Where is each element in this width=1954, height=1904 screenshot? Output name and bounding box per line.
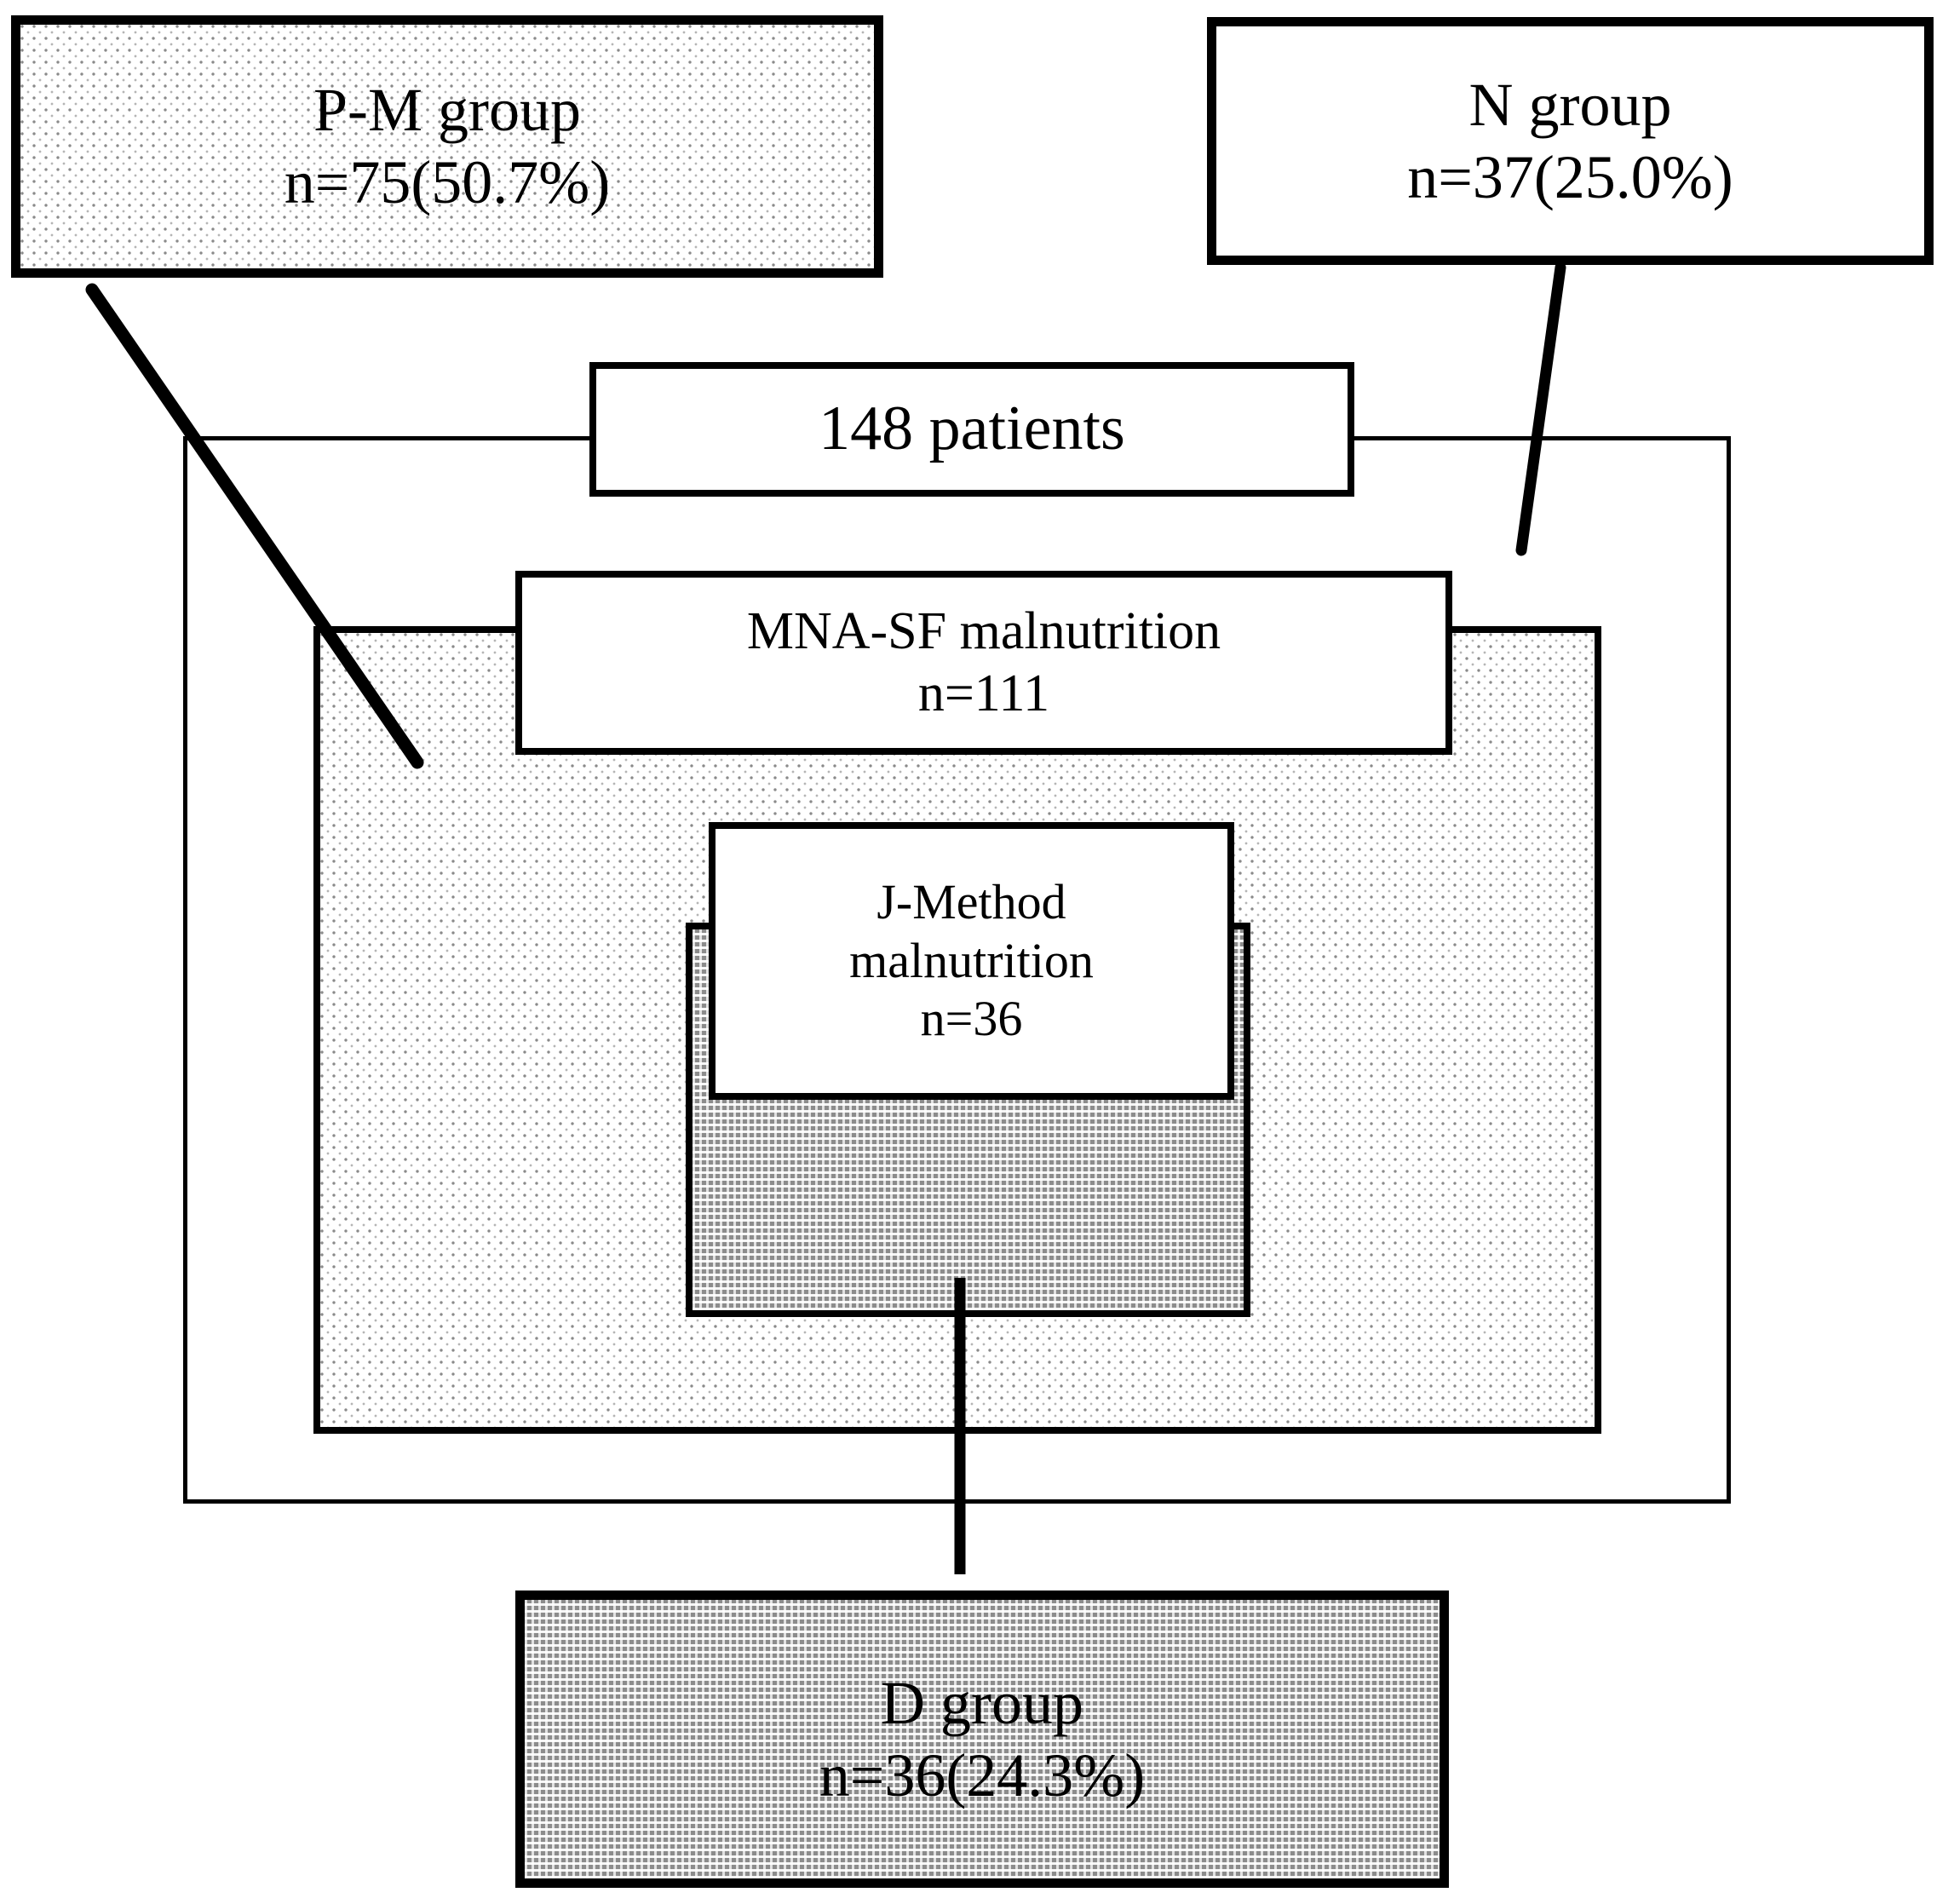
n-group-title: N group [1468, 70, 1672, 139]
jmethod-count: n=36 [920, 991, 1023, 1047]
mnasf-malnutrition-box[interactable]: MNA-SF malnutrition n=111 [515, 571, 1452, 755]
pm-group-count: n=75(50.7%) [284, 148, 611, 216]
d-group-box[interactable]: D group n=36(24.3%) [515, 1591, 1449, 1888]
mnasf-title: MNA-SF malnutrition [746, 601, 1221, 660]
n-group-box[interactable]: N group n=37(25.0%) [1207, 17, 1934, 265]
jmethod-title-line1: J-Method [876, 874, 1066, 930]
n-group-count: n=37(25.0%) [1407, 142, 1733, 211]
pm-group-box[interactable]: P-M group n=75(50.7%) [11, 15, 883, 278]
total-patients-label: 148 patients [819, 394, 1125, 464]
mnasf-count: n=111 [917, 664, 1050, 722]
pm-group-title: P-M group [313, 76, 581, 145]
total-patients-box[interactable]: 148 patients [589, 362, 1354, 497]
d-group-count: n=36(24.3%) [819, 1740, 1146, 1809]
jmethod-title-line2: malnutrition [849, 932, 1094, 988]
d-group-title: D group [881, 1668, 1083, 1737]
jmethod-malnutrition-box[interactable]: J-Method malnutrition n=36 [709, 822, 1234, 1100]
